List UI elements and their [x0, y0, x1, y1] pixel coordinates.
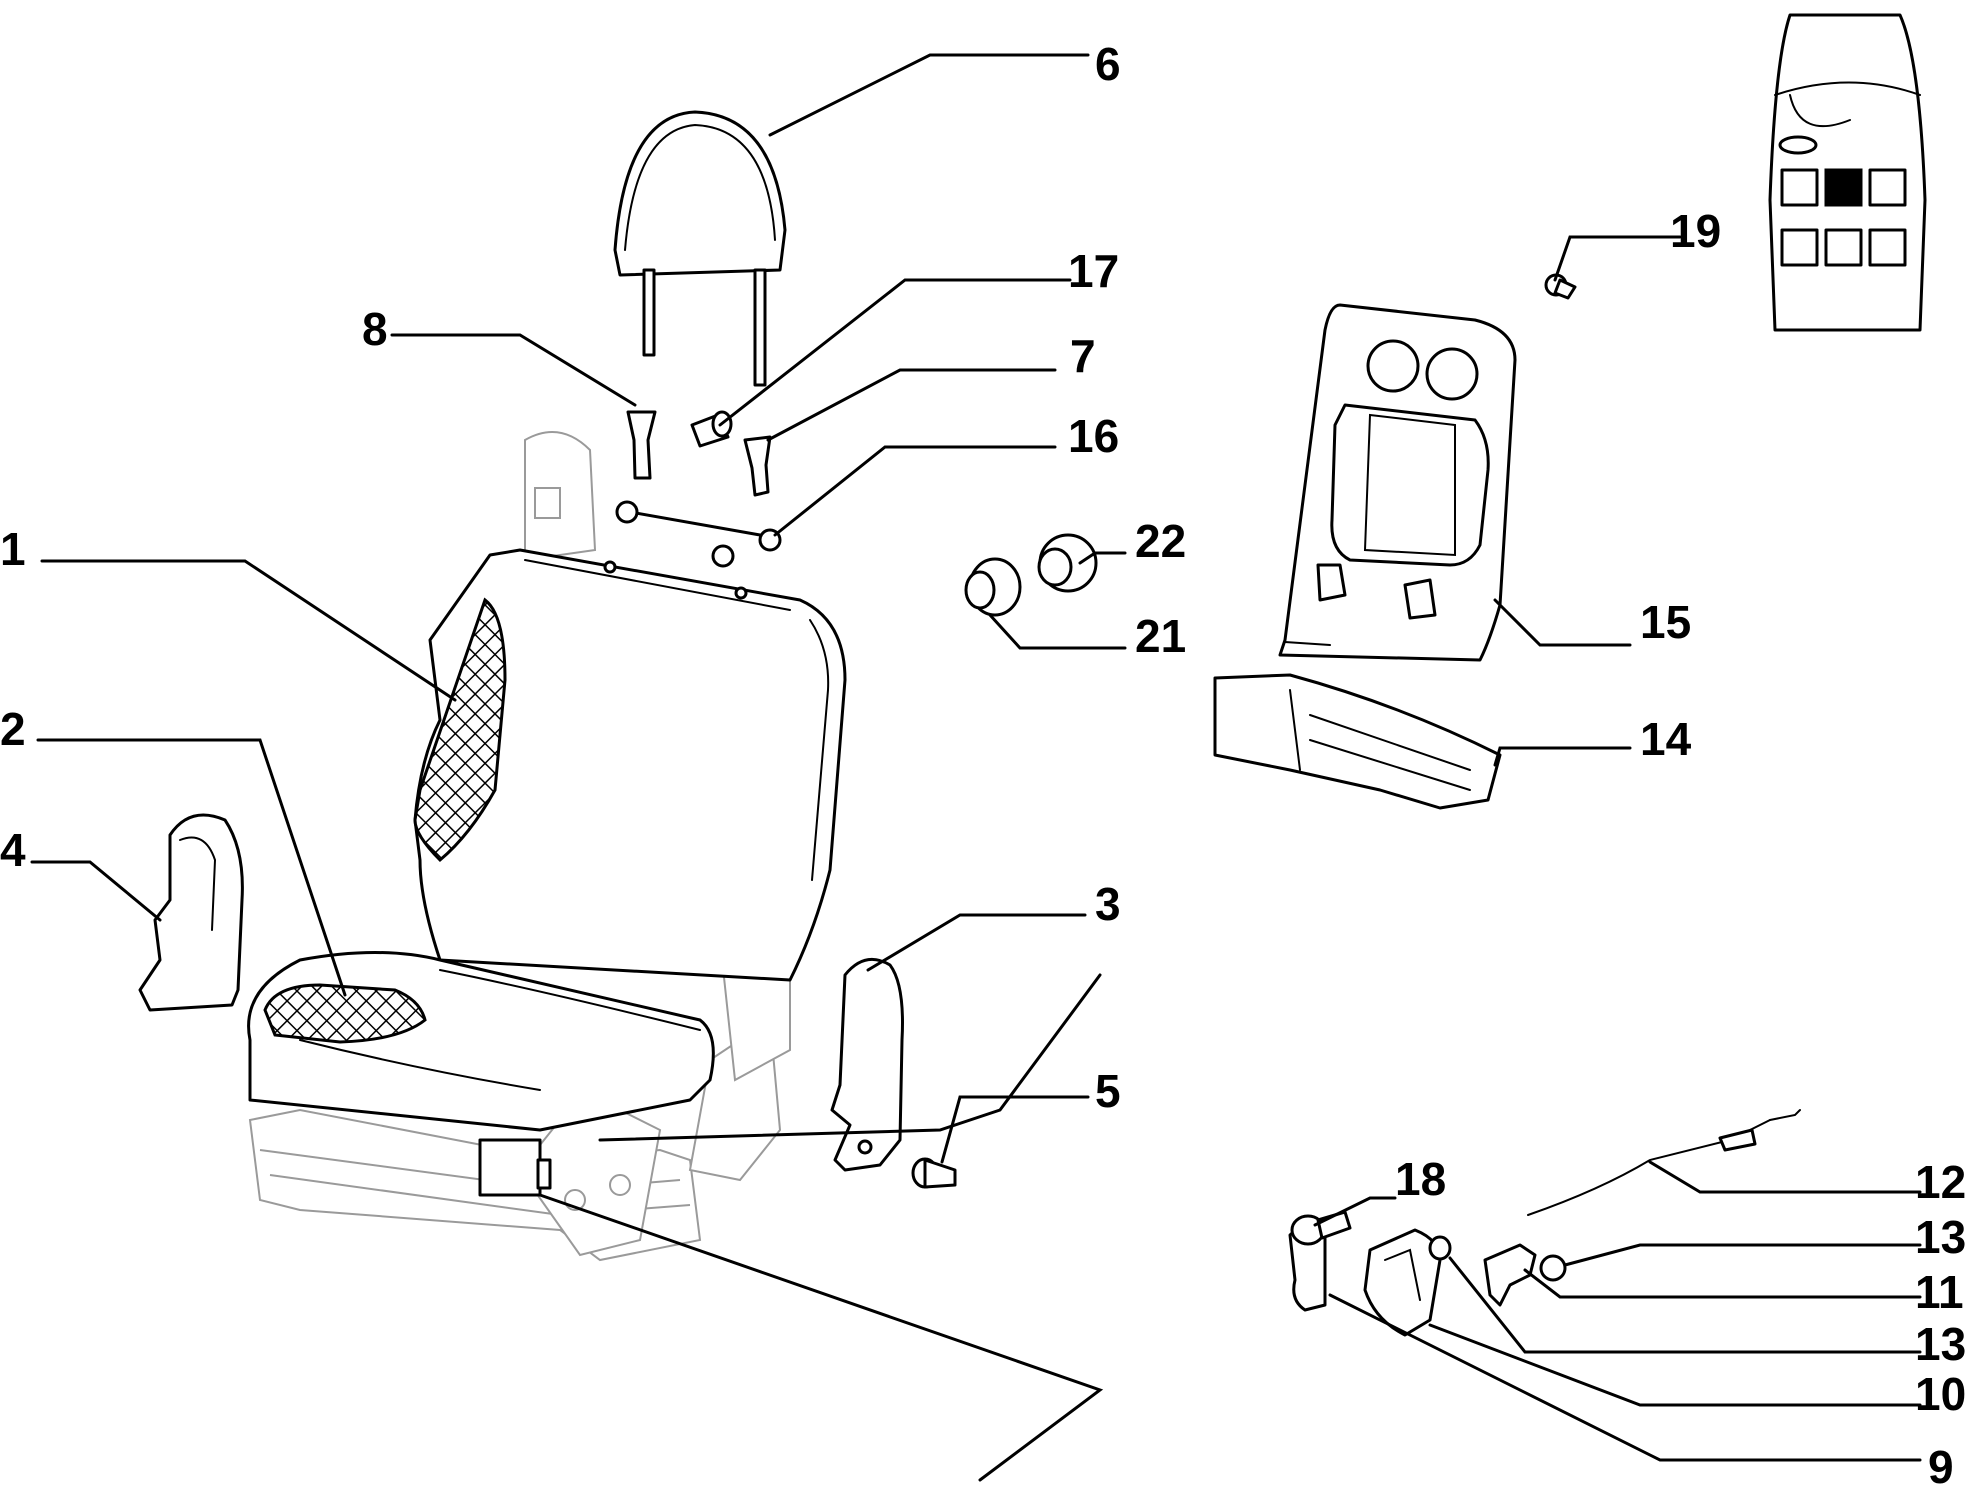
cable-link-part-16: [615, 500, 782, 568]
callout-11: 11: [1915, 1266, 1964, 1318]
bushing-part-21: [964, 557, 1022, 617]
seat-rear-middle: [1824, 228, 1863, 267]
side-trim-part-4: [138, 813, 244, 1012]
ring-part-13b: [1428, 1235, 1452, 1261]
seat-front-left: [1780, 168, 1819, 207]
callout-13-lower: 13: [1915, 1318, 1966, 1370]
seat-back-cover: [413, 548, 847, 982]
callout-6: 6: [1095, 38, 1121, 90]
lever-housing-part-10: [1363, 1228, 1442, 1337]
seat-back-mesh-insert: [413, 597, 507, 863]
clip-part-13a: [1539, 1254, 1567, 1282]
leader-lines: [30, 53, 1922, 1482]
callout-9: 9: [1928, 1441, 1954, 1493]
screw-part-17: [690, 410, 733, 448]
callout-4: 4: [0, 824, 26, 876]
screw-part-5: [911, 1157, 957, 1189]
callout-2: 2: [0, 703, 26, 755]
callout-labels: 1 2 3 4 5 6 7 8 9 10 11 12 13 13 14 15 1…: [0, 38, 1966, 1493]
headrest-guide-part-7: [743, 435, 772, 497]
callout-5: 5: [1095, 1065, 1121, 1117]
callout-3: 3: [1095, 878, 1121, 930]
callout-14: 14: [1640, 713, 1692, 765]
callout-18: 18: [1395, 1153, 1446, 1205]
cable-part-12: [1527, 1109, 1801, 1216]
callout-10: 10: [1915, 1368, 1966, 1420]
seat-rear-right: [1868, 228, 1907, 267]
seat-rear-left: [1780, 228, 1819, 267]
headrest-guide-part-8: [626, 410, 657, 480]
callout-13-upper: 13: [1915, 1211, 1966, 1263]
callout-19: 19: [1670, 205, 1721, 257]
backrest-panel-part-15: [1278, 303, 1517, 662]
seat-front-right: [1868, 168, 1907, 207]
seat-front-middle-highlighted: [1824, 168, 1863, 207]
bushing-part-22: [1037, 533, 1098, 593]
seat-cushion-mesh-insert: [263, 983, 427, 1044]
callout-17: 17: [1068, 245, 1119, 297]
lower-trim-part-14: [1213, 673, 1502, 810]
callout-21: 21: [1135, 610, 1186, 662]
callout-16: 16: [1068, 410, 1119, 462]
screw-part-18: [1290, 1210, 1352, 1246]
side-trim-part-3: [830, 957, 904, 1172]
callout-15: 15: [1640, 596, 1691, 648]
vehicle-locator-inset: [1768, 13, 1927, 332]
callout-12: 12: [1915, 1156, 1966, 1208]
seat-frame-rails: [248, 431, 791, 1262]
callout-7: 7: [1070, 330, 1096, 382]
callout-22: 22: [1135, 515, 1186, 567]
callout-1: 1: [0, 523, 26, 575]
headrest-part-6: [613, 110, 787, 387]
bracket-part-11: [1483, 1243, 1537, 1307]
clip-part-19: [1544, 273, 1577, 300]
callout-8: 8: [362, 303, 388, 355]
